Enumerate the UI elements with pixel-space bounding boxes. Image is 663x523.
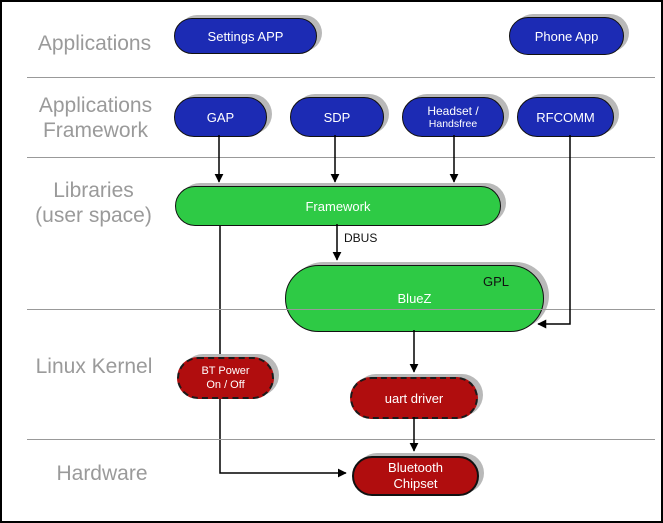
separator-applications <box>27 77 655 78</box>
node-headset-label-line1: Headset / <box>427 103 479 118</box>
layer-label-linux-kernel: Linux Kernel <box>35 355 153 378</box>
node-uart-driver-label: uart driver <box>384 390 444 406</box>
layer-label-applications: Applications <box>37 32 152 55</box>
node-bt-power-label-line2: On / Off <box>206 379 245 391</box>
gpl-badge: GPL <box>482 274 509 289</box>
node-bt-power: BT Power On / Off <box>177 357 274 399</box>
node-bluetooth-chipset-label-line1: Bluetooth <box>388 460 443 475</box>
layer-label-hardware: Hardware <box>56 462 148 485</box>
node-bt-power-label-line1: BT Power <box>201 365 250 377</box>
node-sdp-label: SDP <box>323 109 351 125</box>
node-bluetooth-chipset-label-line2: Chipset <box>393 476 438 491</box>
node-uart-driver: uart driver <box>350 377 478 419</box>
node-gap: GAP <box>174 97 267 137</box>
separator-libraries-kernel <box>27 309 655 310</box>
node-phone-app-label: Phone App <box>534 28 599 44</box>
layer-label-libraries-line2: (user space) <box>35 204 152 227</box>
node-framework-label: Framework <box>305 198 371 214</box>
node-settings-app: Settings APP <box>174 18 317 54</box>
node-sdp: SDP <box>290 97 384 137</box>
separator-applications-framework <box>27 157 655 158</box>
layer-label-applications-framework: Applications Framework <box>24 93 167 143</box>
node-rfcomm: RFCOMM <box>517 97 614 137</box>
node-headset-label-line2: Handsfree <box>428 117 478 130</box>
node-bluetooth-chipset: Bluetooth Chipset <box>352 456 479 496</box>
node-headset-handsfree: Headset / Handsfree <box>402 97 504 137</box>
node-gap-label: GAP <box>206 109 235 125</box>
layer-label-libraries: Libraries (user space) <box>16 178 171 228</box>
layer-label-applications-framework-line2: Framework <box>42 119 148 142</box>
separator-kernel-hardware <box>27 439 655 440</box>
node-rfcomm-label: RFCOMM <box>536 109 595 125</box>
layer-label-applications-framework-line1: Applications <box>38 94 153 117</box>
dbus-edge-label: DBUS <box>344 231 378 245</box>
node-framework: Framework <box>175 186 501 226</box>
node-bluez-label: BlueZ <box>397 291 432 306</box>
node-phone-app: Phone App <box>509 17 624 55</box>
node-bluez: BlueZ GPL <box>285 265 544 332</box>
layer-label-libraries-line1: Libraries <box>53 179 134 202</box>
node-settings-app-label: Settings APP <box>207 28 284 44</box>
